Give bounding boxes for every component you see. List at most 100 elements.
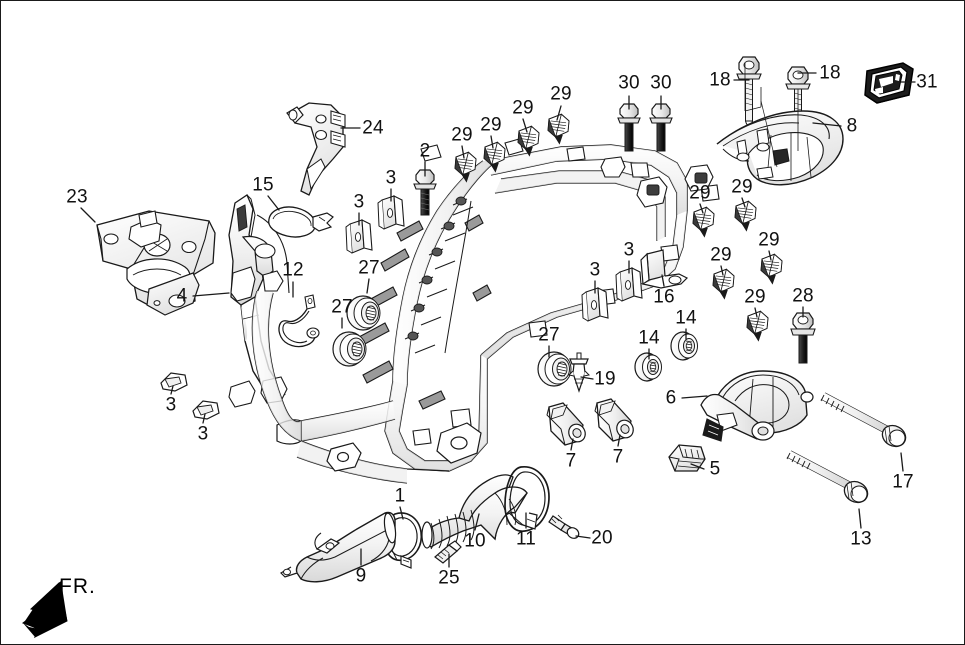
callout-number-3: 3 — [197, 423, 209, 445]
callout-number-31: 31 — [916, 71, 938, 93]
leader-line-29 — [556, 105, 562, 121]
part-8-grab-rail — [716, 63, 844, 186]
callout-number-14: 14 — [675, 307, 697, 329]
part-15-clip — [268, 206, 334, 238]
part-16-bracket — [640, 249, 689, 289]
leader-line-17 — [900, 452, 904, 472]
callout-number-19: 19 — [594, 368, 616, 390]
callout-number-27: 27 — [331, 296, 353, 318]
part-30-bolt-left — [617, 103, 641, 152]
part-6-stand-arm — [700, 370, 814, 442]
callout-number-3: 3 — [165, 394, 177, 416]
main-frame-assembly — [251, 138, 720, 484]
leader-line-23 — [80, 207, 96, 223]
leader-line-6 — [681, 395, 708, 399]
part-12-cable-clamp — [278, 294, 320, 348]
part-9-muffler-protector — [280, 511, 397, 583]
callout-number-29: 29 — [550, 83, 572, 105]
leader-line-19 — [580, 376, 594, 380]
callout-number-12: 12 — [282, 259, 304, 281]
callout-number-3: 3 — [353, 191, 365, 213]
callout-number-3: 3 — [385, 167, 397, 189]
leader-line-13 — [858, 508, 862, 529]
callout-number-3: 3 — [589, 259, 601, 281]
part-10-connecting-tube — [421, 474, 528, 550]
callout-number-30: 30 — [650, 72, 672, 94]
callout-number-27: 27 — [358, 257, 380, 279]
callout-number-9: 9 — [355, 565, 367, 587]
leader-line-8 — [812, 122, 842, 127]
part-28-bolt — [790, 312, 816, 364]
part-7-collar-right — [594, 398, 634, 442]
leader-line-7 — [570, 438, 574, 451]
callout-number-29: 29 — [512, 97, 534, 119]
callout-number-29: 29 — [731, 176, 753, 198]
part-19-screw-rivet — [567, 352, 591, 393]
part-25-bolt — [434, 540, 462, 564]
callout-number-24: 24 — [362, 117, 384, 139]
leader-line-20 — [575, 535, 591, 539]
leader-line-15 — [267, 195, 280, 211]
callout-number-18: 18 — [819, 62, 841, 84]
callout-number-7: 7 — [565, 450, 577, 472]
front-arrow-icon — [21, 581, 68, 639]
callout-number-4: 4 — [176, 285, 188, 307]
callout-number-6: 6 — [665, 387, 677, 409]
callout-number-29: 29 — [710, 244, 732, 266]
leader-line-10 — [474, 513, 480, 531]
part-18-bolt-left — [736, 56, 762, 126]
callout-number-29: 29 — [758, 229, 780, 251]
leader-line-29 — [768, 250, 772, 261]
part-7-collar-left — [546, 402, 586, 446]
callout-number-20: 20 — [591, 527, 613, 549]
callout-number-8: 8 — [846, 115, 858, 137]
leader-lines — [80, 72, 916, 568]
callout-number-10: 10 — [464, 530, 486, 552]
callout-number-27: 27 — [538, 324, 560, 346]
callout-number-29: 29 — [744, 286, 766, 308]
callout-number-2: 2 — [419, 140, 431, 162]
callout-number-5: 5 — [709, 458, 721, 480]
callout-number-16: 16 — [653, 286, 675, 308]
leader-line-29 — [461, 145, 465, 159]
callout-number-23: 23 — [66, 186, 88, 208]
leader-line-29 — [522, 118, 528, 133]
callout-number-30: 30 — [618, 72, 640, 94]
leader-line-7 — [617, 434, 621, 447]
callout-number-25: 25 — [438, 567, 460, 589]
callout-number-7: 7 — [612, 446, 624, 468]
leader-line-29 — [699, 203, 704, 214]
part-3-clip-group — [160, 195, 643, 420]
callout-number-3: 3 — [623, 239, 635, 261]
leader-line-29 — [741, 197, 746, 208]
callout-number-17: 17 — [892, 471, 914, 493]
leader-line-3 — [202, 413, 206, 424]
part-30-bolt-right — [649, 103, 673, 152]
callout-number-1: 1 — [394, 485, 406, 507]
part-24-stay — [286, 102, 346, 196]
leader-line-29 — [754, 307, 758, 318]
part-23-bracket — [96, 210, 216, 316]
callout-number-18: 18 — [709, 69, 731, 91]
leader-line-27 — [366, 278, 370, 294]
leader-line-3 — [170, 385, 174, 395]
part-17-pivot-bolt — [820, 392, 907, 448]
leader-line-5 — [690, 463, 705, 470]
part-31-control-unit — [864, 62, 914, 104]
callout-number-15: 15 — [252, 174, 274, 196]
callout-number-29: 29 — [451, 124, 473, 146]
callout-number-29: 29 — [480, 114, 502, 136]
front-orientation-label: FR. — [59, 575, 96, 598]
leader-line-29 — [490, 135, 494, 149]
leader-line-1 — [399, 506, 404, 520]
part-13-pivot-bolt — [786, 450, 869, 504]
callout-number-28: 28 — [792, 285, 814, 307]
part-4-front-stay — [228, 194, 290, 408]
callout-number-14: 14 — [638, 327, 660, 349]
part-2-bolt — [413, 169, 437, 216]
callout-number-29: 29 — [689, 182, 711, 204]
part-20-screw — [548, 514, 580, 539]
callout-number-13: 13 — [850, 528, 872, 550]
